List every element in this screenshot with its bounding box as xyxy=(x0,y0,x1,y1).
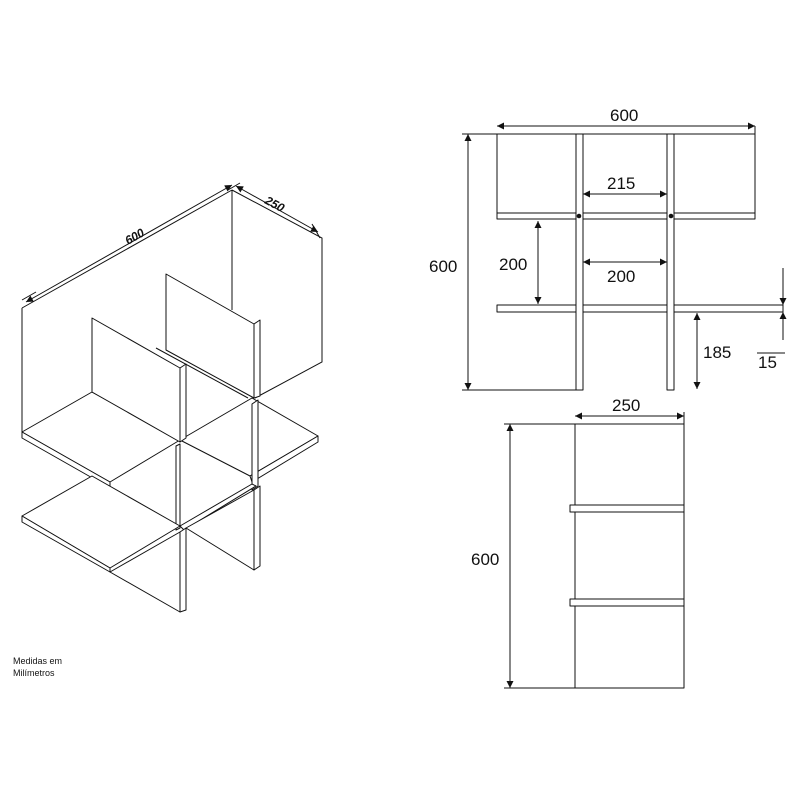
side-bottom-shelf xyxy=(569,598,685,607)
front-divider-right xyxy=(666,133,675,391)
front-bottom-gap-label: 200 xyxy=(607,267,635,286)
front-upper-back-panel xyxy=(496,133,756,219)
front-shelf-spacing-label: 200 xyxy=(499,255,527,274)
front-overall-width-label: 600 xyxy=(610,106,638,125)
iso-top-shelf-right-edge xyxy=(249,435,319,483)
iso-depth-label: 250 xyxy=(262,193,287,215)
iso-lower-divider-right-edge xyxy=(253,485,261,571)
front-thickness-label: 15 xyxy=(758,353,777,372)
side-view: 250 600 xyxy=(471,396,685,689)
iso-width-dimension: 600 xyxy=(21,182,241,303)
front-view: 600 600 215 200 200 185 15 xyxy=(429,106,787,391)
front-overall-height-label: 600 xyxy=(429,257,457,276)
iso-mid-divider-right xyxy=(251,399,259,491)
units-note-line-2: Milímetros xyxy=(13,668,55,678)
front-top-gap-label: 215 xyxy=(607,174,635,193)
iso-upper-divider-left-edge xyxy=(179,363,187,443)
side-depth-label: 250 xyxy=(612,396,640,415)
iso-back-top-edge xyxy=(21,189,233,309)
units-note-line-1: Medidas em xyxy=(13,656,63,666)
isometric-view: 600 250 xyxy=(21,182,323,613)
iso-bottom-shelf-right xyxy=(179,483,257,531)
iso-back-frame xyxy=(21,189,323,432)
side-back-panel xyxy=(574,423,685,689)
side-height-label: 600 xyxy=(471,550,499,569)
iso-mid-divider-left xyxy=(175,443,181,531)
front-bottom-shelf xyxy=(496,304,784,313)
iso-upper-back-line xyxy=(155,347,249,399)
iso-lower-divider-right xyxy=(185,489,255,571)
front-divider-left xyxy=(575,133,584,391)
iso-upper-divider-right-edge xyxy=(253,319,261,399)
units-note: Medidas em Milímetros xyxy=(13,655,62,679)
iso-lower-divider-left-edge xyxy=(179,527,187,613)
front-lower-height-label: 185 xyxy=(703,343,731,362)
front-top-shelf xyxy=(496,212,756,220)
iso-top-shelf-right xyxy=(179,397,319,477)
side-top-shelf xyxy=(569,504,685,513)
